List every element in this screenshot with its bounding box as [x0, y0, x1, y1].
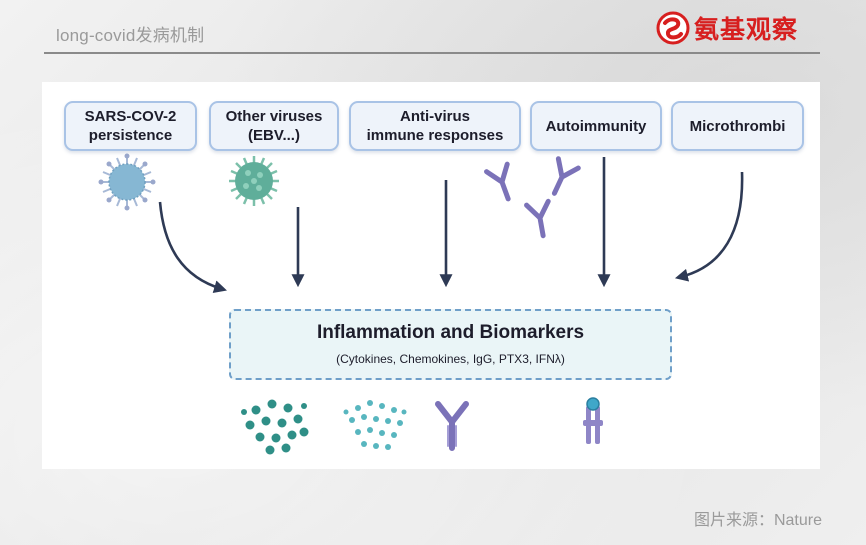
antibody-icon: [524, 198, 551, 239]
category-microthrombi: Microthrombi: [671, 101, 804, 151]
category-label: Autoimmunity: [545, 117, 647, 135]
category-label: Anti-virus immune responses: [366, 108, 504, 144]
cytokine-dots-icon: [241, 399, 309, 455]
page-title: long-covid发病机制: [56, 26, 205, 45]
arrow-sars: [158, 201, 227, 293]
category-label: SARS-COV-2 persistence: [84, 108, 177, 144]
center-subtitle: (Cytokines, Chemokines, IgG, PTX3, IFNλ): [336, 352, 565, 366]
chemokine-dots-icon: [343, 400, 407, 450]
category-label: Microthrombi: [689, 117, 786, 135]
category-other-viruses: Other viruses (EBV...): [209, 101, 339, 151]
header-divider: [44, 52, 820, 54]
coronavirus-icon: [98, 153, 156, 211]
category-label: Other viruses (EBV...): [225, 108, 323, 144]
category-sars-cov-2: SARS-COV-2 persistence: [64, 101, 197, 151]
brand-name: 氨基观察: [694, 15, 799, 44]
diagram-panel: SARS-COV-2 persistence Other viruses (EB…: [42, 82, 820, 469]
category-anti-virus: Anti-virus immune responses: [349, 101, 521, 151]
antibody-icon: [551, 156, 581, 196]
igg-antibody-icon: [435, 401, 469, 451]
brand-mark-icon: [656, 11, 690, 45]
antibody-icon: [484, 161, 511, 202]
diagram-graphics: [98, 153, 744, 455]
brand-logo: 氨基观察: [656, 10, 798, 46]
arrow-microthrombi: [674, 171, 744, 282]
category-autoimmunity: Autoimmunity: [530, 101, 662, 151]
image-credit: 图片来源：Nature: [693, 512, 822, 529]
ebv-virus-icon: [229, 156, 279, 206]
receptor-icon: [583, 397, 603, 444]
inflammation-biomarkers-box: Inflammation and Biomarkers (Cytokines, …: [229, 309, 672, 380]
center-title: Inflammation and Biomarkers: [316, 322, 585, 343]
